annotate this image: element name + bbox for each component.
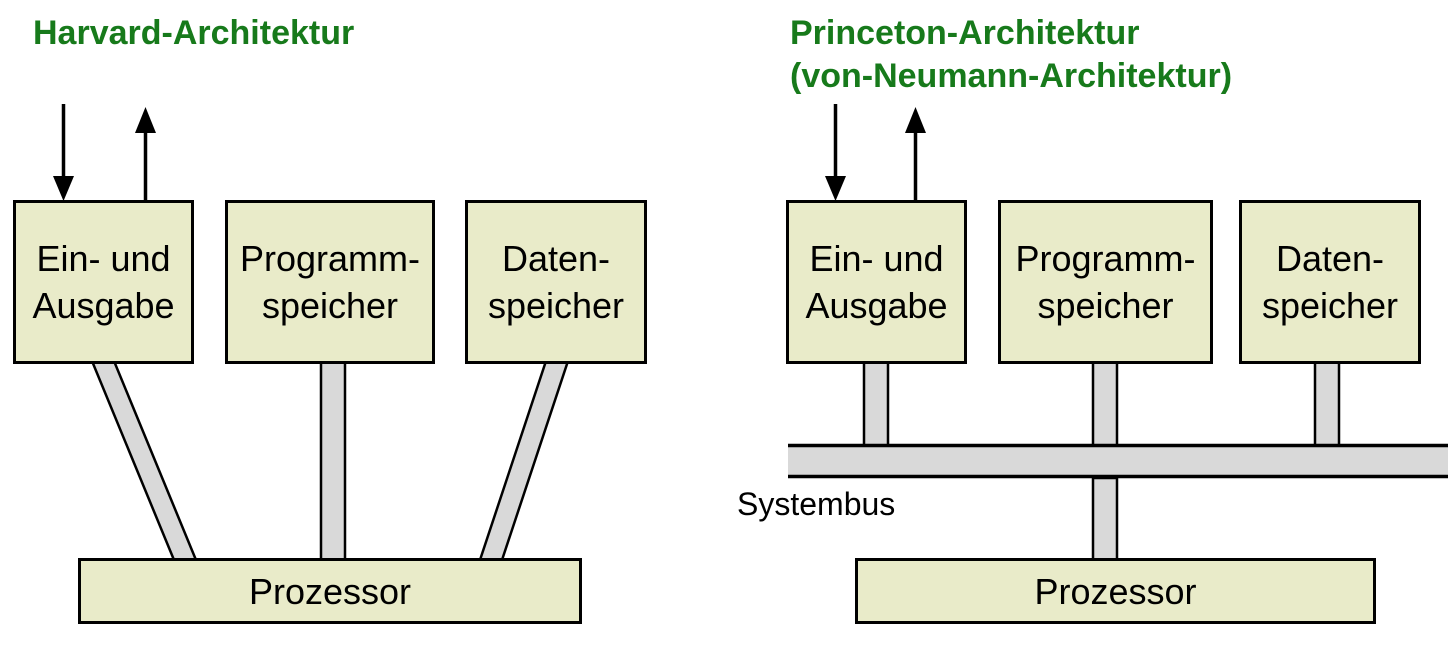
right-io-bus-stub <box>862 359 890 448</box>
right-program-label-line2: speicher <box>1037 285 1174 326</box>
left-data-label-line1: Daten- <box>501 238 611 279</box>
right-processor-label: Prozessor <box>1034 570 1197 612</box>
right-data-memory-box: Daten- speicher <box>1239 200 1421 364</box>
left-data-memory-box: Daten- speicher <box>465 200 647 364</box>
right-program-memory-box: Programm- speicher <box>998 200 1213 364</box>
left-program-memory-box: Programm- speicher <box>225 200 435 364</box>
right-io-label-line1: Ein- und <box>809 238 944 279</box>
left-data-label-line2: speicher <box>487 285 625 326</box>
right-panel-title-line2: (von-Neumann-Architektur) <box>790 57 1233 95</box>
right-program-bus-stub <box>1091 359 1119 448</box>
right-data-bus-stub <box>1313 359 1341 448</box>
left-processor-box: Prozessor <box>78 558 582 624</box>
left-io-label-line1: Ein- und <box>36 238 171 279</box>
left-output-up-arrow-icon <box>135 107 156 200</box>
left-io-box: Ein- und Ausgabe <box>13 200 194 364</box>
left-program-label-line2: speicher <box>261 285 399 326</box>
left-input-down-arrow-icon <box>53 104 74 201</box>
left-processor-label: Prozessor <box>248 570 412 612</box>
left-io-to-processor-bus <box>90 359 198 562</box>
left-panel-title: Harvard-Architektur <box>33 14 355 52</box>
right-program-label-line1: Programm- <box>1015 238 1196 279</box>
right-data-label-line1: Daten- <box>1275 238 1385 279</box>
right-bus-to-processor-stub <box>1091 476 1119 562</box>
right-io-label-line2: Ausgabe <box>805 285 948 326</box>
right-data-label-line2: speicher <box>1261 285 1399 326</box>
left-program-to-processor-bus <box>319 359 347 562</box>
left-program-label-line1: Programm- <box>239 238 421 279</box>
right-processor-box: Prozessor <box>855 558 1376 624</box>
system-bus-bar <box>788 444 1448 478</box>
right-io-box: Ein- und Ausgabe <box>786 200 967 364</box>
left-io-label-line2: Ausgabe <box>32 285 175 326</box>
left-data-to-processor-bus <box>478 359 570 562</box>
system-bus-label: Systembus <box>737 486 896 522</box>
right-input-down-arrow-icon <box>825 104 846 201</box>
right-panel-title-line1: Princeton-Architektur <box>790 14 1140 52</box>
right-output-up-arrow-icon <box>905 107 926 200</box>
